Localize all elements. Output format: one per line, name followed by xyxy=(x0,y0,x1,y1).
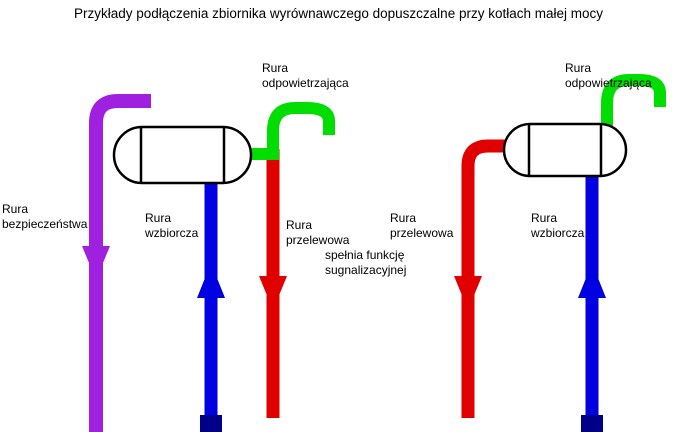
label-line: sugnalizacyjnej xyxy=(325,263,407,277)
overflow-pipe-right-arrow-down-icon xyxy=(454,276,482,310)
label-line: odpowietrzająca xyxy=(262,76,349,90)
label-line: Rura xyxy=(565,61,592,75)
label-line: Rura xyxy=(531,211,558,225)
overflow-pipe-right xyxy=(461,139,506,418)
expansion-pipe-left-end-cap xyxy=(200,415,222,432)
label-line: spełnia funkcję xyxy=(325,248,405,262)
label-line: wzbiorcza xyxy=(531,226,585,240)
expansion-pipe-label-right: Rura wzbiorcza xyxy=(531,211,584,241)
expansion-tank-left xyxy=(112,125,253,185)
vent-pipe-label-left: Rura odpowietrzająca xyxy=(262,61,349,91)
vent-pipe-left xyxy=(251,102,335,160)
label-line: Rura xyxy=(390,211,417,225)
expansion-pipe-right-arrow-up-icon xyxy=(578,263,606,298)
safety-pipe-label: Rura bezpieczeństwa xyxy=(2,202,87,232)
overflow-pipe-label-right: Rura przelewowa xyxy=(390,211,453,241)
safety-pipe-arrow-down-icon xyxy=(82,246,110,280)
label-line: Rura xyxy=(145,211,172,225)
vent-pipe-right xyxy=(601,74,666,128)
label-line: Rura xyxy=(2,202,29,216)
overflow-pipe-left-arrow-down-icon xyxy=(259,276,287,310)
label-line: przelewowa xyxy=(286,233,350,247)
label-line: wzbiorcza xyxy=(145,226,199,240)
label-line: Rura xyxy=(262,61,289,75)
safety-pipe xyxy=(89,94,151,432)
expansion-pipe-left-arrow-up-icon xyxy=(197,263,225,298)
diagram-title: Przykłady podłączenia zbiornika wyrównaw… xyxy=(74,6,603,21)
label-line: Rura xyxy=(286,218,313,232)
overflow-pipe-note: spełnia funkcję sugnalizacyjnej xyxy=(325,248,406,278)
expansion-tank-right xyxy=(502,122,628,178)
expansion-pipe-label-left: Rura wzbiorcza xyxy=(145,211,198,241)
overflow-pipe-label-left: Rura przelewowa xyxy=(286,218,349,248)
label-line: bezpieczeństwa xyxy=(2,217,88,231)
vent-pipe-label-right: Rura odpowietrzająca xyxy=(565,61,652,91)
label-line: odpowietrzająca xyxy=(565,76,652,90)
expansion-pipe-right-end-cap xyxy=(581,415,603,432)
label-line: przelewowa xyxy=(390,226,454,240)
